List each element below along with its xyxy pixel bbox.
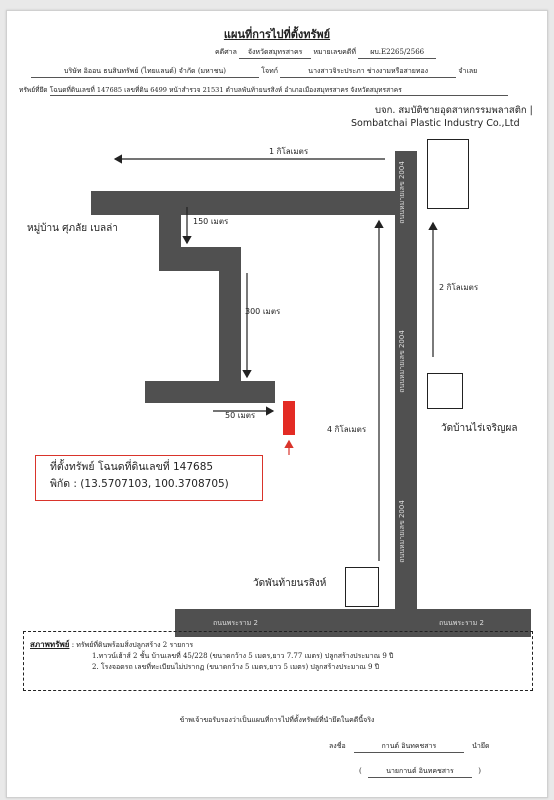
condition-item-2: 2. โรงจอดรถ เลขที่ทะเบียนไม่ปรากฏ (ขนาดก…: [92, 663, 380, 671]
distance-2km-label: 2 กิโลเมตร: [439, 283, 479, 292]
distance-1km-label: 1 กิโลเมตร: [269, 147, 309, 156]
signature-label: ลงชื่อ: [329, 742, 346, 750]
temple-rai-label: วัดบ้านไร่เจริญผล: [441, 423, 518, 434]
condition-intro: : ทรัพย์ที่ดินพร้อมสิ่งปลูกสร้าง 2 รายกา…: [71, 641, 194, 649]
road-village-entry: [159, 211, 181, 257]
court-label: คดีศาล: [215, 48, 237, 56]
property-condition-box: สภาพทรัพย์ : ทรัพย์ที่ดินพร้อมสิ่งปลูกสร…: [23, 631, 533, 691]
case-no-value: ผบ.E2265/2566: [358, 47, 437, 59]
certification-text: ข้าพเจ้าขอรับรองว่าเป็นแผนที่การไปที่ตั้…: [179, 716, 375, 724]
distance-150m-label: 150 เมตร: [193, 217, 229, 226]
distance-300m-label: 300 เมตร: [245, 307, 281, 316]
property-marker: [283, 401, 295, 435]
printed-name-value: นายกานต์ อินทคชสาร: [367, 766, 472, 778]
road-2004: [395, 151, 417, 619]
property-line: ทรัพย์ที่ยึด โฉนดที่ดินเลขที่ 147685 เลข…: [19, 84, 508, 96]
condition-item-1: 1.ทาวน์เฮ้าส์ 2 ชั้น บ้านเลขที่ 45/228 (…: [92, 652, 394, 660]
road-rama-2: [175, 609, 531, 637]
printed-name-close: ): [478, 767, 481, 775]
location-deed-text: ที่ตั้งทรัพย์ โฉนดที่ดินเลขที่ 147685: [50, 461, 214, 473]
distance-50m-label: 50 เมตร: [225, 411, 256, 420]
road-top-horizontal: [91, 191, 417, 215]
parties-line: บริษัท อิออน ธนสินทรัพย์ (ไทยแลนด์) จำกั…: [31, 66, 477, 78]
signature-role: นำยึด: [472, 742, 490, 750]
printed-name-open: (: [359, 767, 362, 775]
location-info-box: ที่ตั้งทรัพย์ โฉนดที่ดินเลขที่ 147685 พิ…: [35, 455, 263, 501]
plaintiff-value: บริษัท อิออน ธนสินทรัพย์ (ไทยแลนด์) จำกั…: [31, 66, 259, 78]
direction-arrows: [113, 154, 438, 561]
page-title: แผนที่การไปที่ตั้งทรัพย์: [223, 28, 331, 41]
factory-name-english: Sombatchai Plastic Industry Co.,Ltd: [351, 118, 520, 129]
location-coordinates-text: พิกัด : (13.5707103, 100.3708705): [50, 478, 229, 490]
condition-label: สภาพทรัพย์: [30, 639, 70, 649]
signature-value: กานต์ อินทคชสาร: [353, 741, 464, 753]
road-rama2-label-right: ถนนพระราม 2: [439, 619, 484, 627]
plaintiff-label: โจทก์: [261, 67, 278, 75]
factory-box: [427, 139, 469, 209]
court-value: จังหวัดสมุทรสาคร: [239, 47, 312, 59]
village-label: หมู่บ้าน ศุภลัย เบลล่า: [27, 223, 118, 234]
property-label: ทรัพย์ที่ยึด: [19, 86, 48, 94]
court-line: คดีศาล จังหวัดสมุทรสาคร หมายเลขคดีที่ ผบ…: [215, 47, 437, 59]
signature-line: ลงชื่อ กานต์ อินทคชสาร นำยึด: [329, 741, 490, 753]
defendant-value: นางสาวจิระประภา ช่างงามหรือสายทอง: [280, 66, 457, 78]
case-no-label: หมายเลขคดีที่: [313, 48, 356, 56]
printed-name-line: ( นายกานต์ อินทคชสาร ): [359, 766, 481, 778]
road-village-bottom: [145, 381, 275, 403]
temple-phan-box: [345, 567, 379, 607]
property-value: โฉนดที่ดินเลขที่ 147685 เลขที่ดิน 6499 ห…: [49, 84, 508, 96]
distance-4km-label: 4 กิโลเมตร: [327, 425, 367, 434]
factory-name-thai: บจก. สมบัติชายอุดสาหกรรมพลาสติก |: [375, 105, 533, 116]
temple-phan-label: วัดพันท้ายนรสิงห์: [253, 578, 327, 589]
temple-rai-box: [427, 373, 463, 409]
road-rama2-label-left: ถนนพระราม 2: [213, 619, 258, 627]
document-page: แผนที่การไปที่ตั้งทรัพย์ คดีศาล จังหวัดส…: [6, 10, 548, 798]
road-village-vertical: [219, 247, 241, 391]
defendant-label: จำเลย: [458, 67, 478, 75]
